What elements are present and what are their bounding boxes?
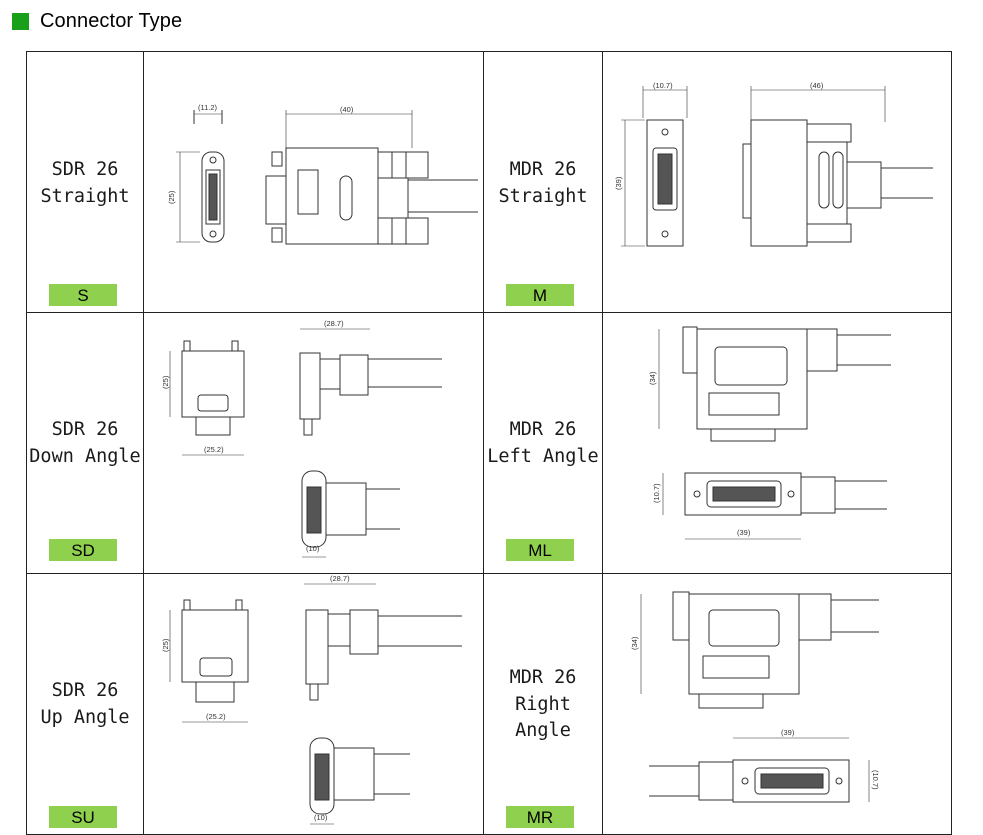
connector-label-cell: SDR 26 Up Angle SU	[26, 573, 144, 835]
mdr26-straight-drawing: (10.7) (39) (46)	[614, 81, 933, 247]
connector-code-badge: M	[506, 284, 574, 306]
connector-drawing-cell: (34) (10.7) (39)	[602, 312, 952, 574]
connector-name-line: SDR 26	[51, 680, 119, 701]
connector-type-table: SDR 26 Straight S (11.2) (25)	[26, 51, 952, 835]
dim-label: (28.7)	[324, 319, 344, 328]
sdr26-down-angle-drawing: (25) (25.2) (28.7) (10)	[161, 319, 442, 558]
dim-label: (10)	[314, 813, 328, 822]
dim-label: (25)	[161, 638, 170, 652]
table-row: SDR 26 Down Angle SD (25) (25.2) (28.7)	[26, 312, 952, 574]
dim-label: (34)	[630, 636, 639, 650]
dim-label: (39)	[614, 176, 623, 190]
connector-code-badge: MR	[506, 806, 574, 828]
connector-label-cell: MDR 26 Straight M	[483, 51, 603, 313]
dim-label: (46)	[810, 81, 824, 90]
connector-drawing-cell: (34) (39) (10.7)	[602, 573, 952, 835]
dim-label: (10.7)	[871, 770, 880, 790]
dim-label: (10.7)	[652, 483, 661, 503]
dim-label: (25.2)	[204, 445, 224, 454]
dim-label: (11.2)	[198, 103, 218, 112]
mdr26-right-angle-drawing: (34) (39) (10.7)	[630, 591, 880, 803]
sdr26-up-angle-drawing: (25) (25.2) (28.7) (10)	[161, 574, 462, 825]
connector-name-line: Right	[515, 694, 571, 715]
connector-drawing-cell: (11.2) (25) (40)	[143, 51, 484, 313]
connector-code-badge: SU	[49, 806, 117, 828]
connector-drawing-cell: (25) (25.2) (28.7) (10)	[143, 312, 484, 574]
dim-label: (10.7)	[653, 81, 673, 90]
dim-label: (10)	[306, 544, 320, 553]
connector-label-cell: MDR 26 Right Angle MR	[483, 573, 603, 835]
mdr26-left-angle-drawing: (34) (10.7) (39)	[648, 326, 891, 540]
section-title: Connector Type	[40, 9, 183, 32]
connector-name-line: Straight	[40, 186, 130, 207]
dim-label: (39)	[737, 528, 751, 537]
section-header: Connector Type	[12, 8, 182, 34]
table-row: SDR 26 Up Angle SU (25) (25.2) (28.7)	[26, 573, 952, 835]
connector-name-line: MDR 26	[509, 419, 577, 440]
connector-label-cell: MDR 26 Left Angle ML	[483, 312, 603, 574]
connector-code-badge: ML	[506, 539, 574, 561]
dim-label: (34)	[648, 371, 657, 385]
connector-code-badge: SD	[49, 539, 117, 561]
sdr26-straight-drawing: (11.2) (25) (40)	[167, 103, 478, 245]
connector-name-line: Angle	[515, 720, 571, 741]
dim-label: (39)	[781, 728, 795, 737]
green-square-icon	[12, 12, 29, 30]
connector-name-line: MDR 26	[509, 667, 577, 688]
dim-label: (25)	[161, 375, 170, 389]
connector-name-line: SDR 26	[51, 419, 119, 440]
connector-code-badge: S	[49, 284, 117, 306]
dim-label: (25.2)	[206, 712, 226, 721]
connector-name-line: Left Angle	[487, 446, 599, 467]
table-row: SDR 26 Straight S (11.2) (25)	[26, 51, 952, 313]
connector-name-line: Down Angle	[29, 446, 141, 467]
connector-label-cell: SDR 26 Down Angle SD	[26, 312, 144, 574]
connector-name-line: Straight	[498, 186, 588, 207]
dim-label: (28.7)	[330, 574, 350, 583]
connector-label-cell: SDR 26 Straight S	[26, 51, 144, 313]
connector-name-line: Up Angle	[40, 707, 130, 728]
connector-name-line: SDR 26	[51, 159, 119, 180]
connector-name-line: MDR 26	[509, 159, 577, 180]
connector-drawing-cell: (25) (25.2) (28.7) (10)	[143, 573, 484, 835]
dim-label: (25)	[167, 190, 176, 204]
connector-drawing-cell: (10.7) (39) (46)	[602, 51, 952, 313]
dim-label: (40)	[340, 105, 354, 114]
